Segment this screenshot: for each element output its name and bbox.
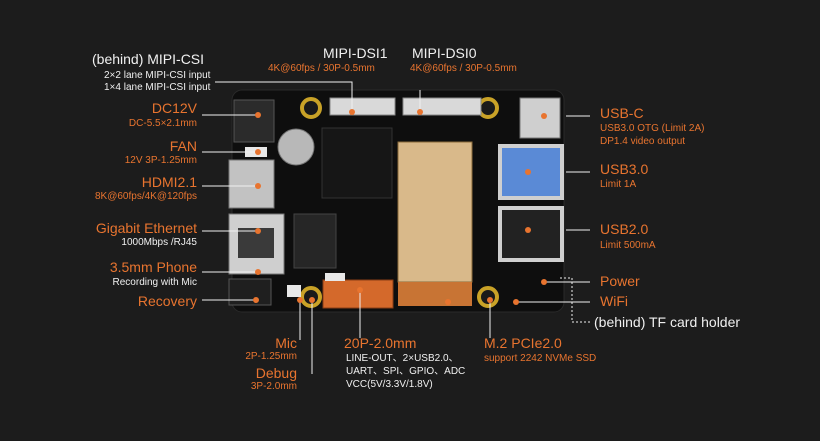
label-tf-title: (behind) TF card holder <box>594 314 741 330</box>
debug-connector <box>325 273 345 281</box>
label-mipi-csi-title: (behind) MIPI-CSI <box>92 51 205 67</box>
hdmi-port <box>228 159 275 209</box>
label-dsi0-sub: 4K@60fps / 30P-0.5mm <box>410 63 517 74</box>
label-dc12v-title: DC12V <box>151 100 197 116</box>
label-dsi1-sub: 4K@60fps / 30P-0.5mm <box>268 63 375 74</box>
label-usb3-sub: Limit 1A <box>600 179 637 190</box>
usbc-port <box>519 97 561 139</box>
phone-jack <box>228 278 272 306</box>
label-dc12v-sub: DC-5.5×2.1mm <box>128 118 197 129</box>
label-ethernet-sub: 1000Mbps /RJ45 <box>121 237 197 248</box>
ssd-module <box>397 141 473 283</box>
dsi1-connector <box>329 97 396 116</box>
usb2-port <box>498 206 564 262</box>
rtc-battery <box>277 128 315 166</box>
label-hdmi-title: HDMI2.1 <box>141 174 197 190</box>
label-20p-line3: VCC(5V/3.3V/1.8V) <box>346 379 433 390</box>
label-wifi-title: WiFi <box>600 293 628 309</box>
label-power-title: Power <box>600 273 640 289</box>
label-usb2-title: USB2.0 <box>600 221 649 237</box>
label-20p-line1: LINE-OUT、2×USB2.0、 <box>346 353 459 364</box>
soc-area <box>321 127 393 199</box>
label-recovery-title: Recovery <box>137 293 197 309</box>
label-usbc-line1: USB3.0 OTG (Limit 2A) <box>600 123 705 134</box>
dsi0-connector <box>402 97 482 116</box>
label-hdmi-sub: 8K@60fps/4K@120fps <box>94 191 197 202</box>
label-mic-title: Mic <box>275 335 297 351</box>
dc-jack <box>233 99 275 143</box>
label-mipi-csi-line1: 2×2 lane MIPI-CSI input <box>104 70 211 81</box>
label-fan-title: FAN <box>169 138 197 154</box>
label-m2-sub: support 2242 NVMe SSD <box>484 353 597 364</box>
mic-connector <box>287 285 301 297</box>
usb3-port <box>498 144 564 200</box>
label-dsi0-title: MIPI-DSI0 <box>412 45 477 61</box>
label-fan-sub: 12V 3P-1.25mm <box>124 155 197 166</box>
header-20p <box>322 279 394 309</box>
label-mic-sub: 2P-1.25mm <box>245 351 297 362</box>
label-debug-title: Debug <box>255 365 297 381</box>
mounting-hole-bl <box>300 286 322 308</box>
label-dsi1-title: MIPI-DSI1 <box>323 45 388 61</box>
label-debug-sub: 3P-2.0mm <box>250 381 297 392</box>
label-phone-title: 3.5mm Phone <box>109 259 197 275</box>
label-usbc-line2: DP1.4 video output <box>600 136 686 147</box>
main-chip <box>293 213 337 269</box>
mounting-hole-tr <box>477 97 499 119</box>
mounting-hole-br <box>477 286 499 308</box>
label-20p-line2: UART、SPI、GPIO、ADC <box>346 366 466 377</box>
label-phone-sub: Recording with Mic <box>112 277 197 288</box>
label-ethernet-title: Gigabit Ethernet <box>95 220 197 236</box>
label-mipi-csi-line2: 1×4 lane MIPI-CSI input <box>104 82 211 93</box>
label-usb3-title: USB3.0 <box>600 161 649 177</box>
mounting-hole-tl <box>300 97 322 119</box>
label-usbc-title: USB-C <box>600 105 644 121</box>
label-m2-title: M.2 PCIe2.0 <box>484 335 562 351</box>
label-usb2-sub: Limit 500mA <box>600 240 656 251</box>
label-20p-title: 20P-2.0mm <box>344 335 417 351</box>
